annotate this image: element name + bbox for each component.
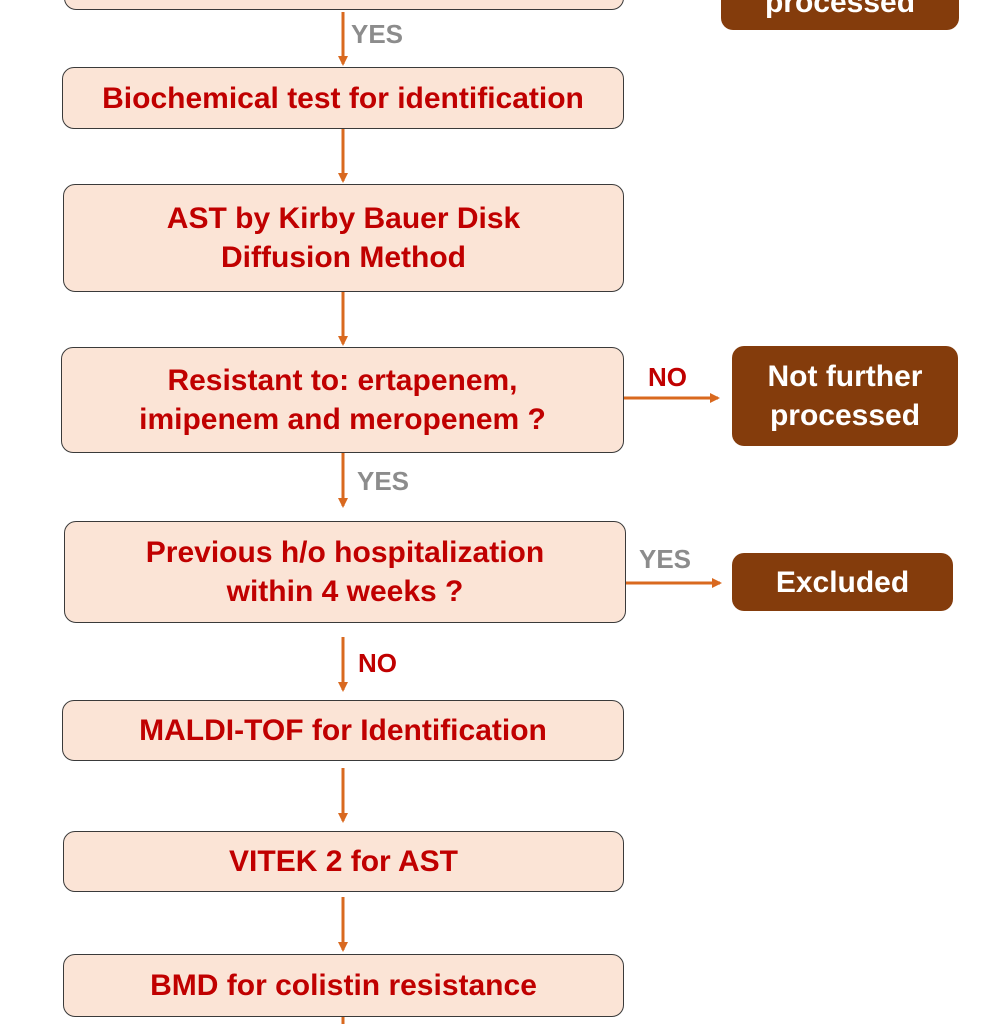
biochemical-test-label: Biochemical test for identification [102, 81, 584, 115]
top-outcome-box: processed [721, 0, 959, 30]
maldi-tof-box: MALDI-TOF for Identification [62, 700, 624, 761]
not-further-processed-label: Not further processed [767, 360, 923, 432]
hospitalization-decision-box: Previous h/o hospitalization within 4 we… [64, 521, 626, 623]
vitek-label: VITEK 2 for AST [229, 845, 458, 878]
label-yes-top: YES [351, 19, 404, 49]
excluded-box: Excluded [732, 553, 953, 611]
excluded-label: Excluded [775, 565, 910, 599]
bmd-colistin-label: BMD for colistin resistance [150, 969, 537, 1002]
label-no-resistant: NO [648, 362, 687, 392]
top-outcome-label: processed [764, 0, 916, 19]
label-yes-resistant: YES [357, 466, 410, 496]
resistant-decision-label: Resistant to: ertapenem, imipenem and me… [139, 364, 546, 436]
ast-kirby-bauer-label: AST by Kirby Bauer Disk Diffusion Method [166, 202, 521, 274]
not-further-processed-box: Not further processed [732, 346, 958, 446]
top-step-box [64, 0, 624, 10]
maldi-tof-label: MALDI-TOF for Identification [139, 714, 547, 747]
resistant-decision-box: Resistant to: ertapenem, imipenem and me… [61, 347, 624, 453]
vitek-box: VITEK 2 for AST [63, 831, 624, 892]
ast-kirby-bauer-box: AST by Kirby Bauer Disk Diffusion Method [63, 184, 624, 292]
label-yes-hospitalization: YES [639, 544, 692, 574]
hospitalization-decision-label: Previous h/o hospitalization within 4 we… [145, 536, 545, 608]
bmd-colistin-box: BMD for colistin resistance [63, 954, 624, 1017]
label-no-hospitalization: NO [358, 648, 397, 678]
biochemical-test-box: Biochemical test for identification [62, 67, 624, 129]
